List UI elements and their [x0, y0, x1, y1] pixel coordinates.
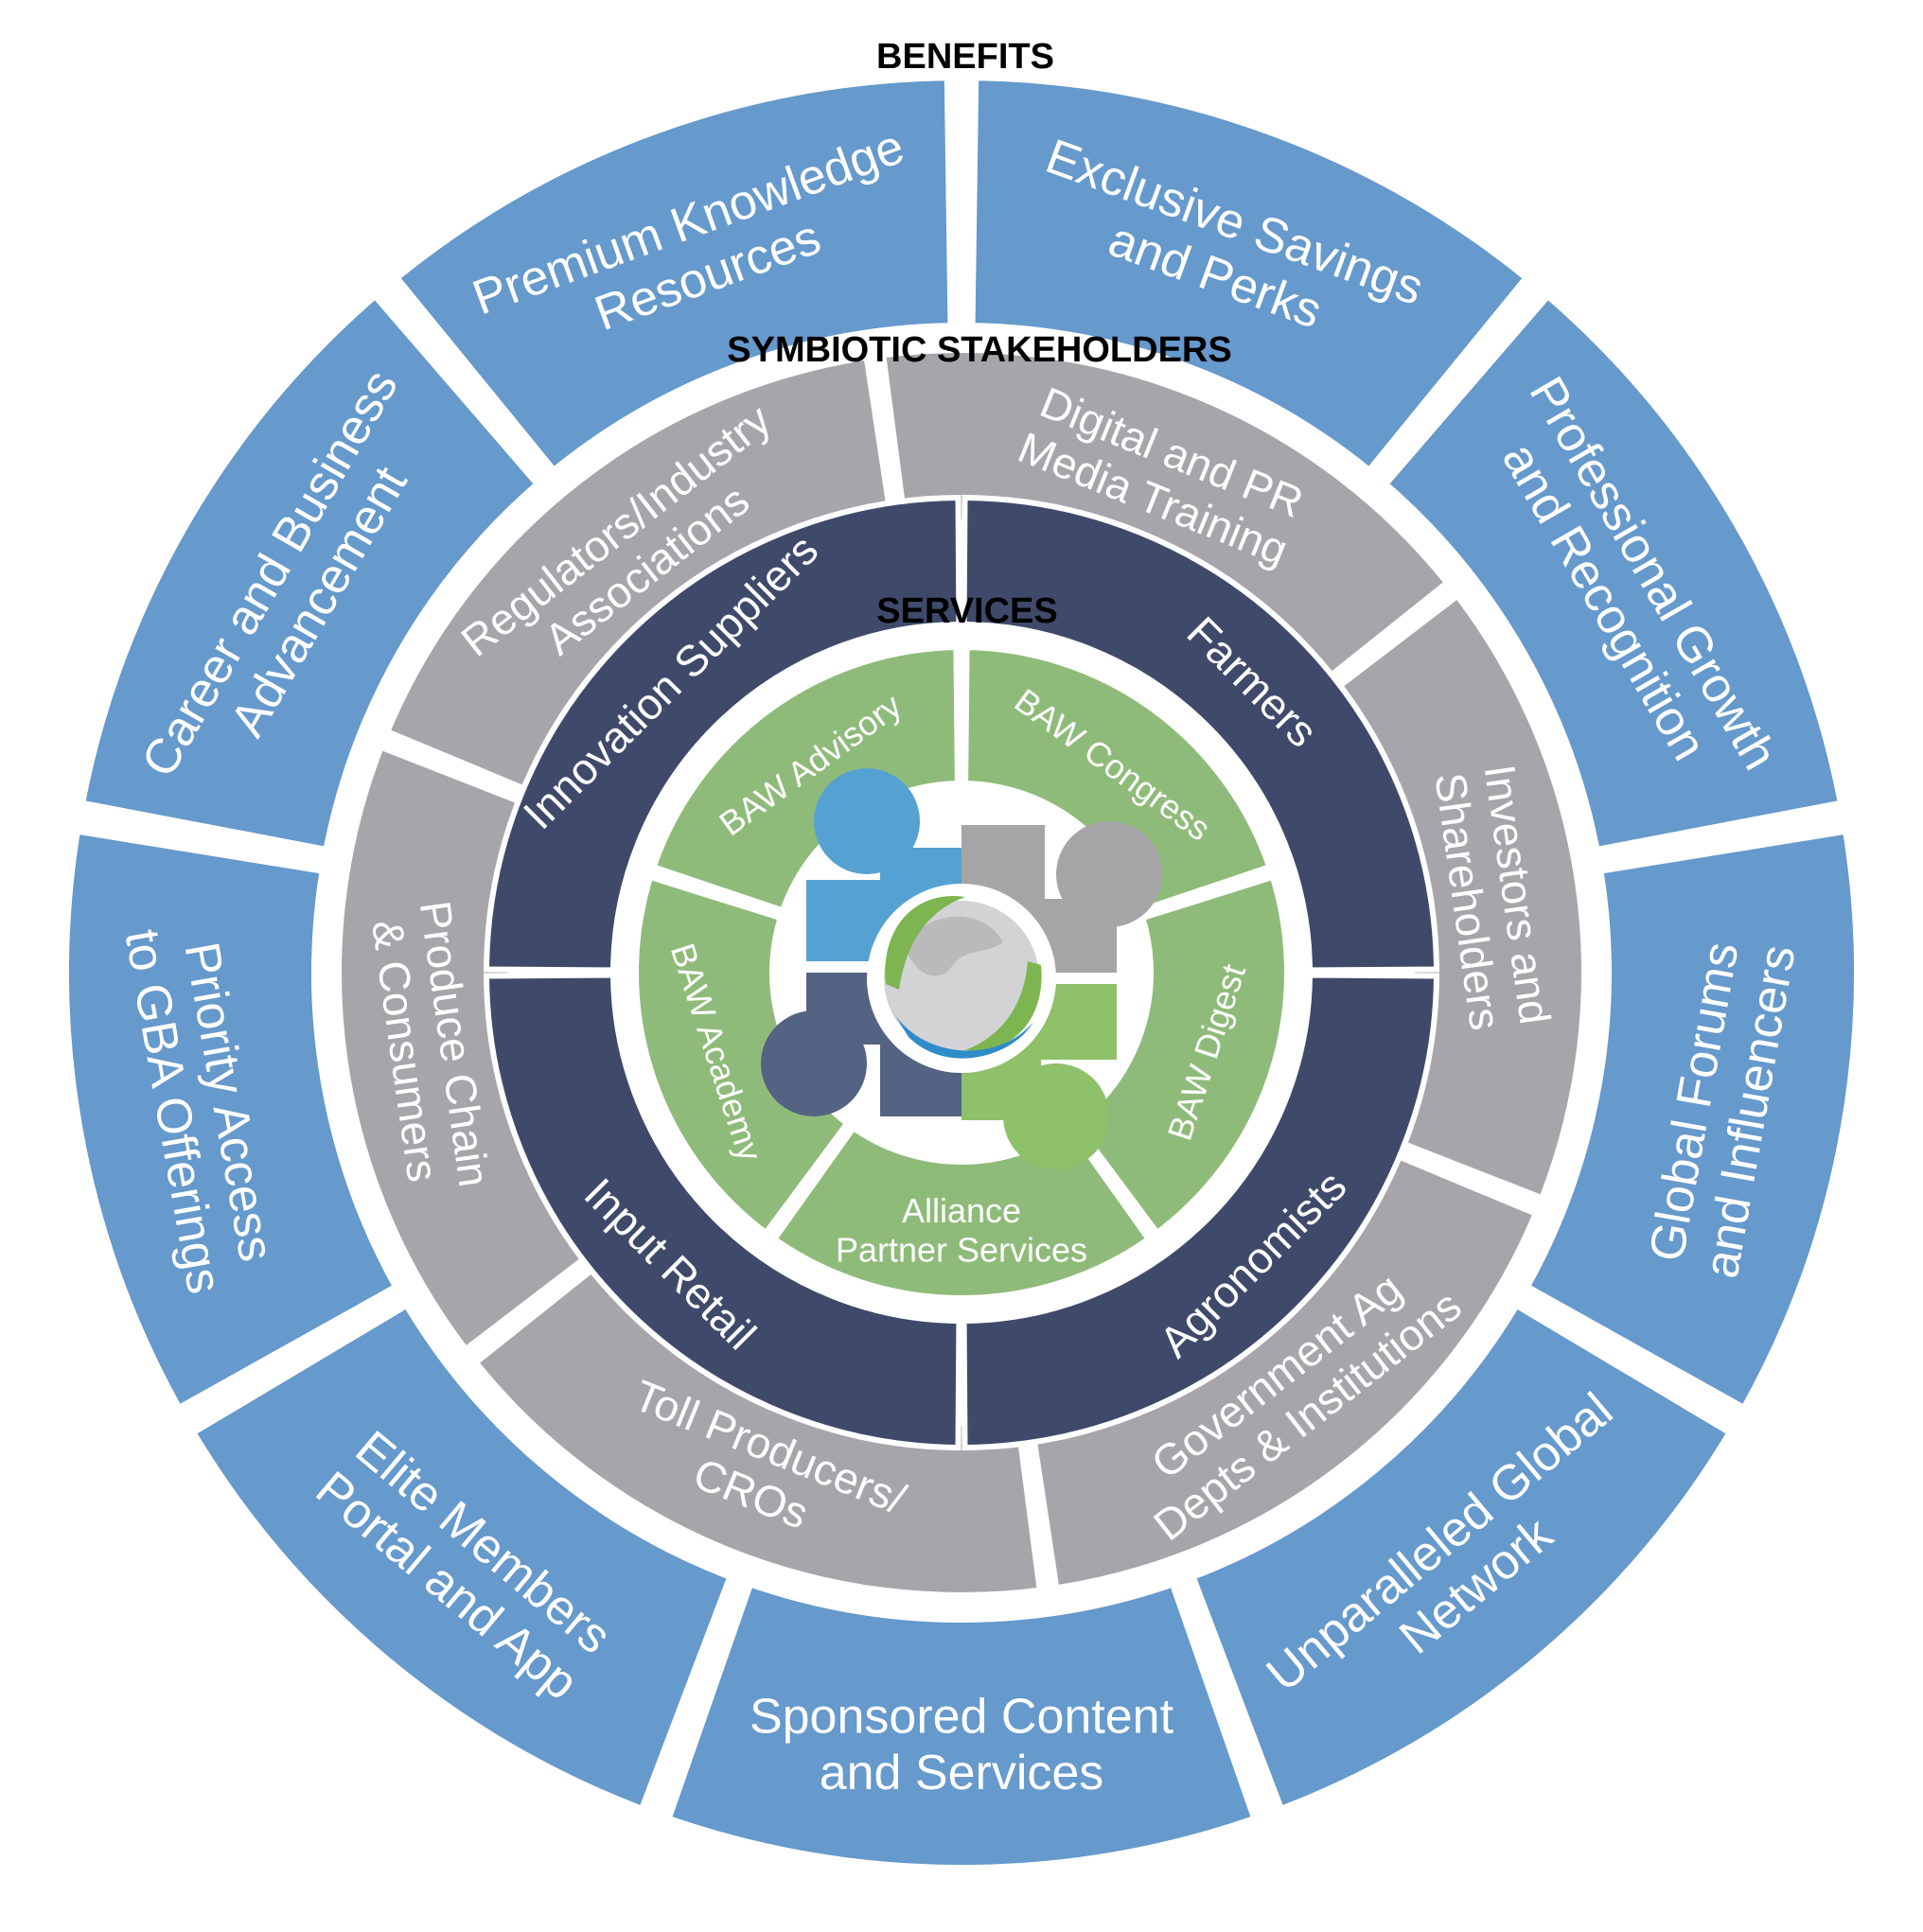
benefit-global-forums-and-influencers: [1518, 823, 1864, 1417]
benefit-unparalleled-global-network: [1184, 1296, 1739, 1818]
stakeholder-core-agronomists: [961, 972, 1440, 1451]
stakeholders-title: SYMBIOTIC STAKEHOLDERS: [727, 330, 1231, 370]
service-baw-congress: [959, 640, 1279, 920]
globe-land-icon: [905, 916, 1003, 976]
benefit-priority-access-to-gba-offerings: [60, 823, 405, 1417]
benefit-exclusive-savings-and-perks: [965, 71, 1536, 480]
benefits-title: BENEFITS: [876, 37, 1054, 77]
hand-icon: [893, 1012, 1033, 1059]
stakeholder-core-farmers: [961, 494, 1440, 974]
services-title: SERVICES: [876, 591, 1057, 631]
stakeholder-core-innovation-suppliers: [483, 494, 962, 974]
benefit-elite-members-portal-and-app: [184, 1296, 739, 1818]
benefit-professional-growth-and-recognition: [1376, 287, 1849, 858]
stakeholder-core-input-retail: [483, 972, 962, 1451]
benefit-premium-knowledge-resources: [387, 71, 958, 480]
benefit-career-and-business-advancement: [74, 287, 547, 858]
leaf-left-icon: [885, 895, 965, 990]
ring-titles: BENEFITS SYMBIOTIC STAKEHOLDERS SERVICES: [727, 37, 1231, 631]
benefit-sponsored-content-and-services: [660, 1575, 1263, 1874]
leaf-right-icon: [965, 961, 1042, 1051]
service-baw-digest: [1067, 869, 1294, 1242]
logo: [761, 768, 1162, 1169]
